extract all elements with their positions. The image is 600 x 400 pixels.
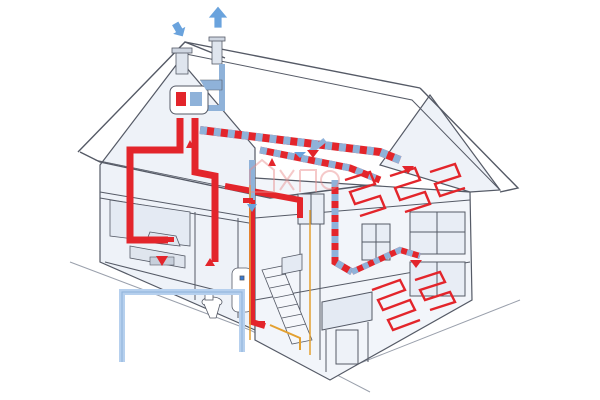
red-flow-arrow-icon <box>156 140 422 268</box>
ground-heat-exchanger-pipe-icon <box>119 289 245 362</box>
ventilation-unit-icon <box>169 79 223 115</box>
window-upper-right <box>409 211 466 255</box>
airflow-arrows <box>156 5 422 268</box>
roof-eave <box>79 151 371 199</box>
roof-inflow-arrow-icon <box>170 20 187 38</box>
roof-outflow-arrow-icon <box>207 5 229 29</box>
entrance-porch <box>321 291 373 372</box>
roof-right-edge <box>419 87 520 193</box>
roof-vent-icon <box>171 47 193 75</box>
roof-inner-edge <box>185 53 501 191</box>
roof-ridge <box>184 41 421 89</box>
staircase-icon <box>261 253 313 345</box>
watermark-logo-icon <box>249 158 340 193</box>
blue-flow-arrow-icon <box>247 152 306 212</box>
floor-heating-coil-icon <box>344 162 466 218</box>
supply-grille <box>164 198 265 326</box>
floor-heating-coil-lower <box>371 270 457 332</box>
chimney-icon <box>208 36 226 65</box>
right-gable-wall <box>379 93 502 193</box>
